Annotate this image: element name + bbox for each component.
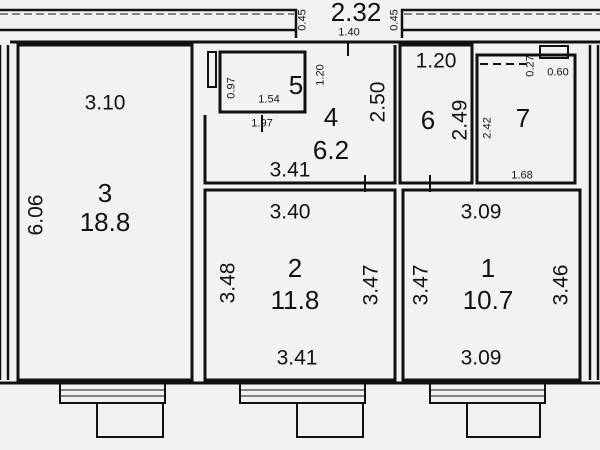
room-1-number: 1 (480, 253, 496, 283)
room-4-number: 4 (323, 102, 339, 132)
room-3 (16, 43, 194, 382)
room-7-length: 2.42 (481, 117, 494, 139)
room-4 (203, 45, 397, 185)
right-jamb-label: 0.45 (388, 9, 401, 31)
room-2-left-length: 3.48 (216, 262, 240, 304)
room-1-area: 10.7 (462, 285, 514, 315)
room-4-area: 6.2 (312, 135, 350, 165)
room-7-niche-width: 0.60 (547, 66, 569, 79)
room-6-width: 1.20 (415, 49, 457, 73)
room-1-left-length: 3.47 (409, 264, 433, 306)
left-wall (0, 45, 10, 380)
room-1 (401, 188, 582, 382)
room-5-number: 5 (288, 70, 304, 100)
room-5 (218, 50, 307, 114)
room-6 (398, 43, 474, 185)
room-5-width-outer: 1.97 (251, 117, 273, 130)
room-2 (203, 188, 397, 382)
balcony-1 (466, 403, 541, 438)
room-7-number: 7 (515, 103, 531, 133)
window-3 (59, 382, 166, 404)
window-2 (239, 382, 366, 404)
room-6-length: 2.49 (448, 99, 472, 141)
room-2-number: 2 (287, 253, 303, 283)
right-wall (588, 45, 600, 380)
room-3-number: 3 (97, 178, 113, 208)
window-1 (429, 382, 546, 404)
room-6-number: 6 (420, 105, 436, 135)
room-7-niche-depth: 0.27 (524, 55, 537, 77)
room-3-length: 6.06 (24, 194, 48, 236)
top-wall-left (0, 8, 298, 38)
room-2-area: 11.8 (270, 285, 320, 315)
top-wall-right (400, 8, 600, 38)
room-1-top-width: 3.09 (460, 200, 502, 224)
door-width-label: 1.40 (338, 26, 360, 39)
room-1-bottom-width: 3.09 (460, 346, 502, 370)
room-3-width: 3.10 (84, 91, 126, 115)
room-7 (475, 53, 577, 185)
opening-width-label: 2.32 (330, 0, 382, 27)
room-2-top-width: 3.40 (269, 200, 311, 224)
room-5-width-inner: 1.54 (258, 93, 280, 106)
room-5-side-a: 0.97 (225, 77, 238, 99)
room-2-right-length: 3.47 (359, 264, 383, 306)
balcony-2 (296, 403, 364, 438)
room-3-area: 18.8 (79, 207, 131, 237)
room-1-right-length: 3.46 (549, 264, 573, 306)
room-4-length: 2.50 (366, 81, 390, 123)
room-7-width: 1.68 (511, 169, 533, 182)
balcony-3 (96, 403, 164, 438)
room-2-bottom-width: 3.41 (276, 346, 318, 370)
left-jamb-label: 0.45 (296, 9, 309, 31)
room-4-width: 3.41 (269, 158, 311, 182)
room-5-side-b: 1.20 (314, 64, 327, 86)
